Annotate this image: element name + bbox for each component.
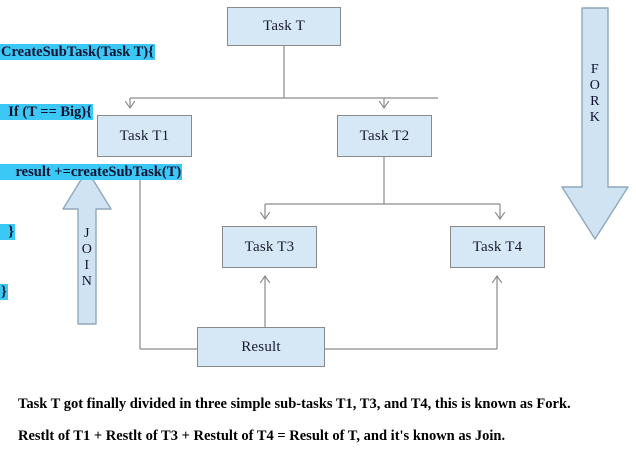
code-line-2: If (T == Big){ xyxy=(0,104,93,120)
code-line-1: CreateSubTask(Task T){ xyxy=(0,44,155,60)
node-task-t[interactable]: Task T xyxy=(227,7,341,46)
join-letter-3: I xyxy=(84,258,90,273)
fork-letter-4: K xyxy=(589,110,601,125)
fork-letter-2: O xyxy=(589,78,601,93)
fork-letter-3: R xyxy=(590,94,600,109)
code-line-4: } xyxy=(0,224,15,240)
code-line-3: result +=createSubTask(T) xyxy=(0,164,183,180)
join-arrow-icon xyxy=(62,169,112,325)
node-task-t4[interactable]: Task T4 xyxy=(450,226,545,268)
join-letter-2: O xyxy=(81,242,93,257)
caption-join: Restlt of T1 + Restlt of T3 + Restult of… xyxy=(18,428,506,444)
fork-arrow-label: F O R K xyxy=(570,62,620,126)
fork-arrow-icon xyxy=(561,7,629,240)
caption-fork: Task T got finally divided in three simp… xyxy=(18,396,571,412)
fork-letter-1: F xyxy=(590,62,600,77)
node-task-t1[interactable]: Task T1 xyxy=(97,115,192,157)
code-line-5: } xyxy=(0,284,8,300)
join-letter-1: J xyxy=(84,226,90,241)
node-task-t3[interactable]: Task T3 xyxy=(222,226,317,268)
node-task-t2[interactable]: Task T2 xyxy=(337,115,432,157)
join-arrow-label: J O I N xyxy=(66,226,108,290)
join-letter-4: N xyxy=(81,274,93,289)
node-result[interactable]: Result xyxy=(197,327,325,367)
pseudocode-block: CreateSubTask(Task T){ If (T == Big){ re… xyxy=(0,2,183,342)
